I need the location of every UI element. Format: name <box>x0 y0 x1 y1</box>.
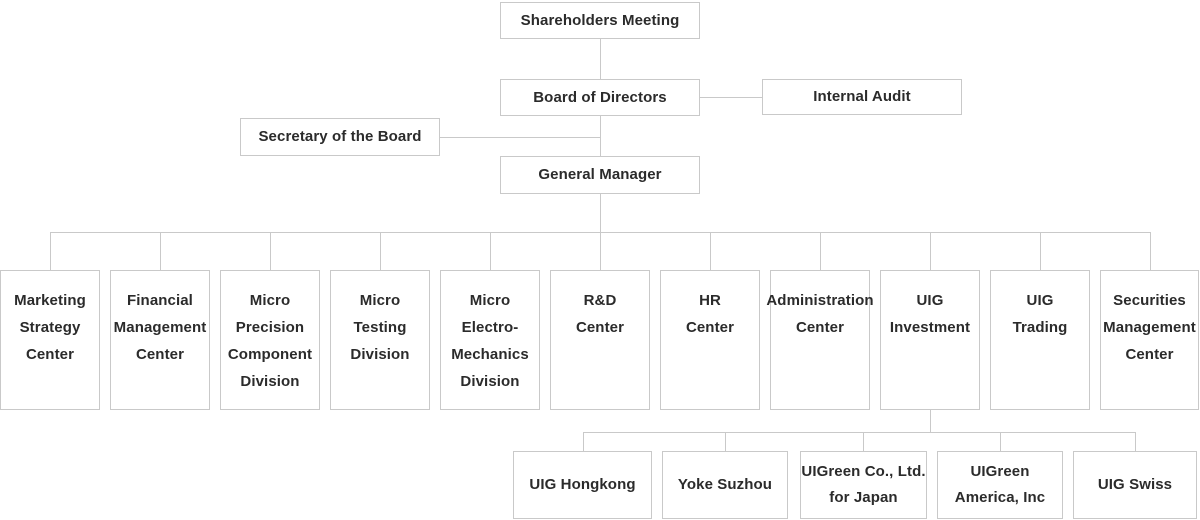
connector-shareholders-board <box>600 39 601 79</box>
connector-board-general-manager <box>600 116 601 156</box>
connector-drop-dept-2 <box>270 232 271 270</box>
org-node-label: Micro Electro- Mechanics Division <box>451 292 529 390</box>
org-node-label: Board of Directors <box>533 88 667 106</box>
org-node-marketing-strategy-center: Marketing Strategy Center <box>0 270 100 410</box>
org-node-uig-trading: UIG Trading <box>990 270 1090 410</box>
org-node-board-of-directors: Board of Directors <box>500 79 700 116</box>
org-node-micro-electro-mechanics-division: Micro Electro- Mechanics Division <box>440 270 540 410</box>
connector-general-manager-trunk <box>600 194 601 232</box>
connector-drop-sub-0 <box>583 432 584 451</box>
connector-uig-investment-trunk <box>930 410 931 432</box>
connector-drop-dept-9 <box>1040 232 1041 270</box>
org-node-label: UIGreen Co., Ltd. for Japan <box>801 463 926 506</box>
org-node-internal-audit: Internal Audit <box>762 79 962 115</box>
org-node-label: Financial Management Center <box>113 292 207 363</box>
org-node-label: UIG Investment <box>889 292 971 336</box>
org-node-label: R&D Center <box>575 292 625 336</box>
org-node-label: Micro Testing Division <box>350 292 410 363</box>
connector-drop-dept-5 <box>600 232 601 270</box>
org-node-label: HR Center <box>685 292 735 336</box>
connector-drop-dept-0 <box>50 232 51 270</box>
org-node-label: Marketing Strategy Center <box>14 292 86 363</box>
org-node-label: Secretary of the Board <box>258 128 422 145</box>
org-node-uig-investment: UIG Investment <box>880 270 980 410</box>
org-node-securities-management-center: Securities Management Center <box>1100 270 1199 410</box>
connector-drop-dept-10 <box>1150 232 1151 270</box>
org-node-label: General Manager <box>538 166 662 183</box>
org-node-label: Micro Precision Component Division <box>227 292 313 390</box>
connector-drop-dept-4 <box>490 232 491 270</box>
connector-board-internal-audit <box>700 97 762 98</box>
org-node-shareholders-meeting: Shareholders Meeting <box>500 2 700 39</box>
connector-drop-dept-6 <box>710 232 711 270</box>
org-node-micro-testing-division: Micro Testing Division <box>330 270 430 410</box>
org-node-label: UIG Trading <box>1012 292 1068 336</box>
org-node-uigreen-japan: UIGreen Co., Ltd. for Japan <box>800 451 927 519</box>
org-node-financial-management-center: Financial Management Center <box>110 270 210 410</box>
org-node-label: Securities Management Center <box>1103 292 1196 363</box>
connector-drop-sub-4 <box>1135 432 1136 451</box>
org-node-administration-center: Administration Center <box>766 270 874 410</box>
org-node-label: UIGreen America, Inc <box>954 463 1046 506</box>
org-node-uigreen-america: UIGreen America, Inc <box>937 451 1063 519</box>
connector-drop-dept-7 <box>820 232 821 270</box>
org-node-label: UIG Swiss <box>1097 476 1173 493</box>
connector-sub-horizontal <box>583 432 1136 433</box>
org-node-yoke-suzhou: Yoke Suzhou <box>662 451 788 519</box>
org-node-rd-center: R&D Center <box>550 270 650 410</box>
org-node-label: UIG Hongkong <box>529 476 636 493</box>
connector-drop-sub-3 <box>1000 432 1001 451</box>
org-node-label: Internal Audit <box>813 88 911 105</box>
connector-drop-sub-1 <box>725 432 726 451</box>
org-node-label: Administration Center <box>766 292 874 336</box>
org-node-uig-swiss: UIG Swiss <box>1073 451 1197 519</box>
org-node-uig-hongkong: UIG Hongkong <box>513 451 652 519</box>
org-node-hr-center: HR Center <box>660 270 760 410</box>
org-node-general-manager: General Manager <box>500 156 700 194</box>
connector-drop-dept-3 <box>380 232 381 270</box>
connector-drop-dept-1 <box>160 232 161 270</box>
connector-drop-dept-8 <box>930 232 931 270</box>
org-node-label: Shareholders Meeting <box>520 11 680 29</box>
connector-drop-sub-2 <box>863 432 864 451</box>
connector-secretary-trunk <box>440 137 600 138</box>
org-node-secretary-of-the-board: Secretary of the Board <box>240 118 440 156</box>
org-node-micro-precision-component-division: Micro Precision Component Division <box>220 270 320 410</box>
org-node-label: Yoke Suzhou <box>677 476 773 493</box>
